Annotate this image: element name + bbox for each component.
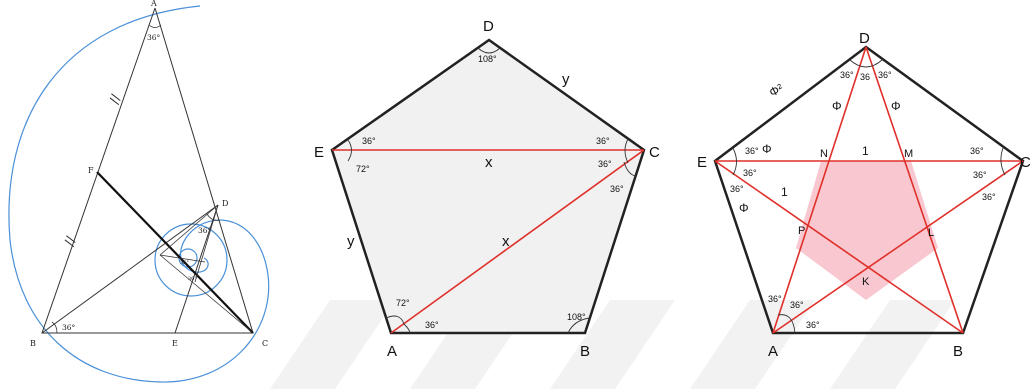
arc-e bbox=[732, 147, 737, 176]
angle-c-bottom: 36° bbox=[610, 184, 624, 194]
vertex-p: P bbox=[798, 225, 805, 237]
vertex-e: E bbox=[314, 144, 324, 161]
side-y-right: y bbox=[562, 71, 570, 88]
angle-c1: 36° bbox=[970, 146, 984, 156]
spiral-small-circle bbox=[154, 223, 228, 297]
vertex-f: F bbox=[88, 166, 94, 175]
panel-pentagon-diagonals: D C E A B 108° 36° 72° 36° 36° 36° 72° 3… bbox=[314, 18, 660, 360]
arc-d bbox=[849, 59, 883, 68]
vertex-e: E bbox=[697, 154, 707, 171]
vertex-d: D bbox=[483, 18, 494, 35]
angle-d1: 36° bbox=[840, 70, 854, 80]
vertex-b: B bbox=[580, 343, 590, 360]
angle-arc-a bbox=[148, 24, 162, 28]
pentagon-outline bbox=[330, 38, 646, 335]
angle-e2: 36° bbox=[743, 168, 757, 178]
tick-mark-upper: // bbox=[107, 92, 124, 106]
phi-label-dn: Φ bbox=[832, 99, 842, 113]
vertex-a: A bbox=[387, 343, 397, 360]
phi-squared-label: Φ² bbox=[767, 81, 786, 100]
angle-arc-b bbox=[51, 321, 58, 334]
angle-a-top: 72° bbox=[396, 298, 410, 308]
vertex-d: D bbox=[222, 199, 228, 208]
vertex-c: C bbox=[262, 339, 268, 348]
arc-c bbox=[1000, 147, 1006, 176]
line-inner-2 bbox=[194, 204, 219, 283]
angle-label-small-2: 36° bbox=[188, 276, 197, 282]
arc-a-2 bbox=[403, 323, 411, 334]
phi-label-ep: Φ bbox=[739, 201, 749, 215]
angle-c-mid: 36° bbox=[598, 159, 612, 169]
inner-pentagon-fill bbox=[796, 161, 938, 300]
phi-label-en: Φ bbox=[762, 142, 772, 156]
arc-d bbox=[477, 47, 501, 54]
side-x-horizontal: x bbox=[485, 154, 493, 171]
one-label-np: 1 bbox=[781, 185, 788, 199]
arc-e bbox=[347, 139, 352, 162]
angle-label-b: 36° bbox=[62, 323, 76, 332]
vertex-a: A bbox=[768, 343, 778, 360]
angle-c3: 36° bbox=[982, 192, 996, 202]
vertex-b: B bbox=[953, 343, 963, 360]
angle-c-top: 36° bbox=[596, 136, 610, 146]
angle-d: 108° bbox=[478, 54, 497, 64]
arc-a bbox=[777, 314, 796, 334]
line-b-d bbox=[41, 204, 219, 334]
vertex-b: B bbox=[30, 339, 36, 348]
angle-arc-d bbox=[206, 213, 221, 221]
vertex-l: L bbox=[928, 227, 934, 239]
panel-pentagram: D C E A B N M P L K Φ² Φ Φ Φ Φ 1 1 36° 3… bbox=[697, 30, 1031, 360]
triangle-outline bbox=[41, 7, 254, 334]
arc-c-2 bbox=[623, 161, 637, 177]
watermark bbox=[270, 300, 955, 389]
line-d-inner bbox=[159, 204, 219, 256]
vertex-m: M bbox=[904, 148, 913, 160]
angle-e3: 36° bbox=[730, 184, 744, 194]
golden-spiral bbox=[8, 5, 270, 383]
pentagon-outline bbox=[713, 45, 1025, 335]
vertex-a: A bbox=[150, 0, 157, 8]
one-label-nm: 1 bbox=[862, 144, 869, 158]
vertex-c: C bbox=[1020, 154, 1031, 171]
arc-c bbox=[624, 138, 629, 164]
diagonal-a-c bbox=[390, 149, 645, 334]
angle-a-bottom: 36° bbox=[425, 320, 439, 330]
vertex-d: D bbox=[859, 30, 870, 47]
panel-golden-triangle: // // A B C D E F 36° 36° 36° 36° 36° bbox=[8, 0, 270, 383]
vertex-c: C bbox=[649, 144, 660, 161]
arc-b bbox=[567, 317, 591, 334]
angle-label-small-1: 36° bbox=[180, 260, 189, 266]
tick-mark-lower: // bbox=[62, 234, 79, 248]
phi-label-dm: Φ bbox=[891, 99, 901, 113]
side-x-diagonal: x bbox=[502, 233, 510, 250]
angle-d3: 36° bbox=[878, 70, 892, 80]
line-inner-3 bbox=[159, 254, 206, 263]
angle-b: 108° bbox=[567, 312, 586, 322]
vertex-k: K bbox=[862, 276, 870, 288]
line-inner-c bbox=[159, 254, 254, 334]
angle-a2: 36° bbox=[790, 300, 804, 310]
angle-a3: 36° bbox=[806, 320, 820, 330]
arc-a bbox=[385, 315, 405, 325]
angle-e-bottom: 72° bbox=[356, 164, 370, 174]
angle-e1: 36° bbox=[745, 146, 759, 156]
vertex-n: N bbox=[820, 148, 828, 160]
line-f-c bbox=[96, 171, 254, 334]
angle-c2: 36° bbox=[973, 170, 987, 180]
vertex-e: E bbox=[172, 339, 178, 348]
side-y-left: y bbox=[347, 233, 355, 250]
line-d-e bbox=[174, 204, 219, 334]
angle-e-top: 36° bbox=[362, 136, 376, 146]
angle-label-d: 36° bbox=[198, 226, 212, 235]
angle-label-a: 36° bbox=[147, 33, 161, 42]
angle-d2: 36 bbox=[860, 72, 870, 82]
angle-a1: 36° bbox=[768, 294, 782, 304]
pentagram-lines bbox=[714, 46, 1024, 334]
